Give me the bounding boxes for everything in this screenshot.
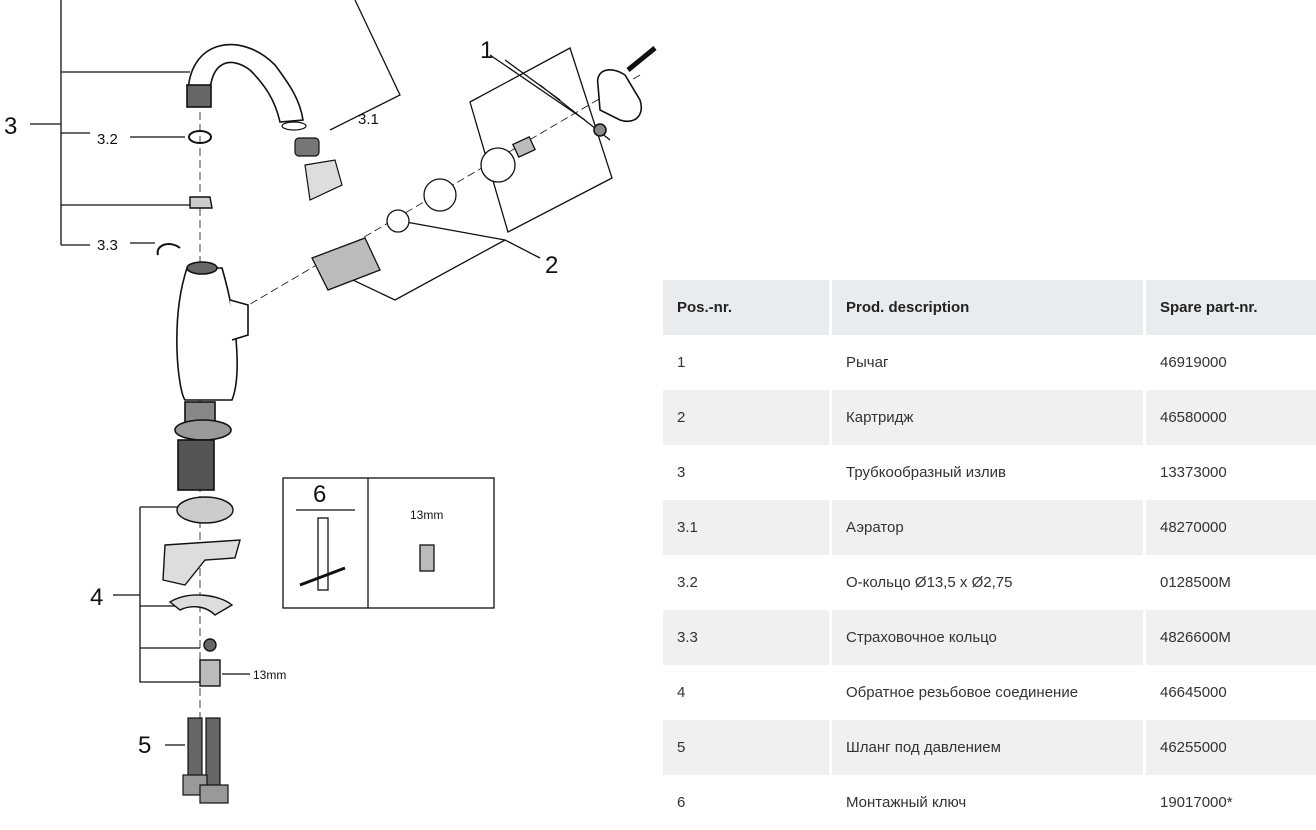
header-part-number: Spare part-nr.	[1146, 280, 1316, 335]
header-pos: Pos.-nr.	[663, 280, 829, 335]
callout-3-1: 3.1	[358, 111, 379, 128]
callout-3: 3	[4, 113, 17, 140]
cell-pos: 3.2	[677, 574, 698, 591]
aerator-icon	[281, 121, 343, 201]
mounting-set-icon	[162, 496, 241, 687]
exploded-view-diagram: 3 3.2 3.3 3.1 1 2 4 5 6 13mm 13mm	[4, 0, 657, 804]
cell-description: Монтажный ключ	[846, 794, 967, 811]
callout-5: 5	[138, 732, 151, 759]
cell-part-number: 48270000	[1146, 500, 1316, 555]
table-row: 1 Рычаг 46919000	[663, 335, 1316, 390]
spare-parts-table: Pos.-nr. Prod. description Spare part-nr…	[660, 280, 1316, 830]
cell-description: Аэратор	[832, 500, 1143, 555]
cell-pos: 3.1	[663, 500, 829, 555]
table-row: 3.2 О-кольцо Ø13,5 x Ø2,75 0128500M	[663, 555, 1316, 610]
table-row: 2 Картридж 46580000	[663, 390, 1316, 445]
cell-pos: 5	[663, 720, 829, 775]
cell-description: О-кольцо Ø13,5 x Ø2,75	[846, 574, 1013, 591]
cell-part-number: 19017000*	[1160, 794, 1233, 811]
callout-6: 6	[313, 481, 326, 508]
faucet-body-icon	[174, 261, 249, 491]
hose-icon	[182, 717, 229, 804]
clip-icon	[156, 196, 213, 256]
callout-2: 2	[545, 252, 558, 279]
bracket-4	[113, 506, 200, 683]
lever-handle-icon	[593, 46, 657, 137]
table-row: 3 Трубкообразный излив 13373000	[663, 445, 1316, 500]
wrench-inset	[282, 477, 495, 609]
cell-description: Страховочное кольцо	[832, 610, 1143, 665]
cell-pos: 2	[663, 390, 829, 445]
cell-part-number: 46255000	[1146, 720, 1316, 775]
cell-description: Шланг под давлением	[832, 720, 1143, 775]
table-header-row: Pos.-nr. Prod. description Spare part-nr…	[663, 280, 1316, 335]
table-row: 4 Обратное резьбовое соединение 46645000	[663, 665, 1316, 720]
cell-pos: 3	[677, 464, 686, 481]
cell-part-number: 46919000	[1160, 354, 1227, 371]
nut-size-label: 13mm	[253, 668, 286, 682]
cell-description: Рычаг	[846, 354, 889, 371]
cell-part-number: 4826600M	[1146, 610, 1316, 665]
bracket-3-lines	[60, 0, 190, 246]
cell-part-number: 46645000	[1160, 684, 1227, 701]
cell-pos: 1	[677, 354, 686, 371]
leader-3-1	[329, 0, 401, 131]
frame-1	[469, 47, 613, 233]
cartridge-icon	[311, 135, 536, 291]
cell-part-number: 46580000	[1146, 390, 1316, 445]
frame-2	[314, 219, 541, 301]
cell-pos: 6	[677, 794, 686, 811]
cell-description: Картридж	[832, 390, 1143, 445]
o-ring-icon	[188, 130, 212, 144]
cell-description: Обратное резьбовое соединение	[846, 684, 1079, 701]
header-description: Prod. description	[832, 280, 1143, 335]
table-row: 6 Монтажный ключ 19017000*	[663, 775, 1316, 830]
wrench-size-label: 13mm	[410, 508, 443, 522]
callout-3-3: 3.3	[97, 237, 118, 254]
table-row: 3.1 Аэратор 48270000	[663, 500, 1316, 555]
cell-pos: 4	[677, 684, 686, 701]
cell-part-number: 0128500M	[1160, 574, 1231, 591]
cell-pos: 3.3	[663, 610, 829, 665]
cell-part-number: 13373000	[1160, 464, 1227, 481]
spout-icon	[186, 43, 304, 123]
callout-1: 1	[480, 37, 493, 64]
cell-description: Трубкообразный излив	[846, 464, 1006, 481]
callout-3-2: 3.2	[97, 131, 118, 148]
callout-4: 4	[90, 584, 103, 611]
table-row: 5 Шланг под давлением 46255000	[663, 720, 1316, 775]
table-row: 3.3 Страховочное кольцо 4826600M	[663, 610, 1316, 665]
